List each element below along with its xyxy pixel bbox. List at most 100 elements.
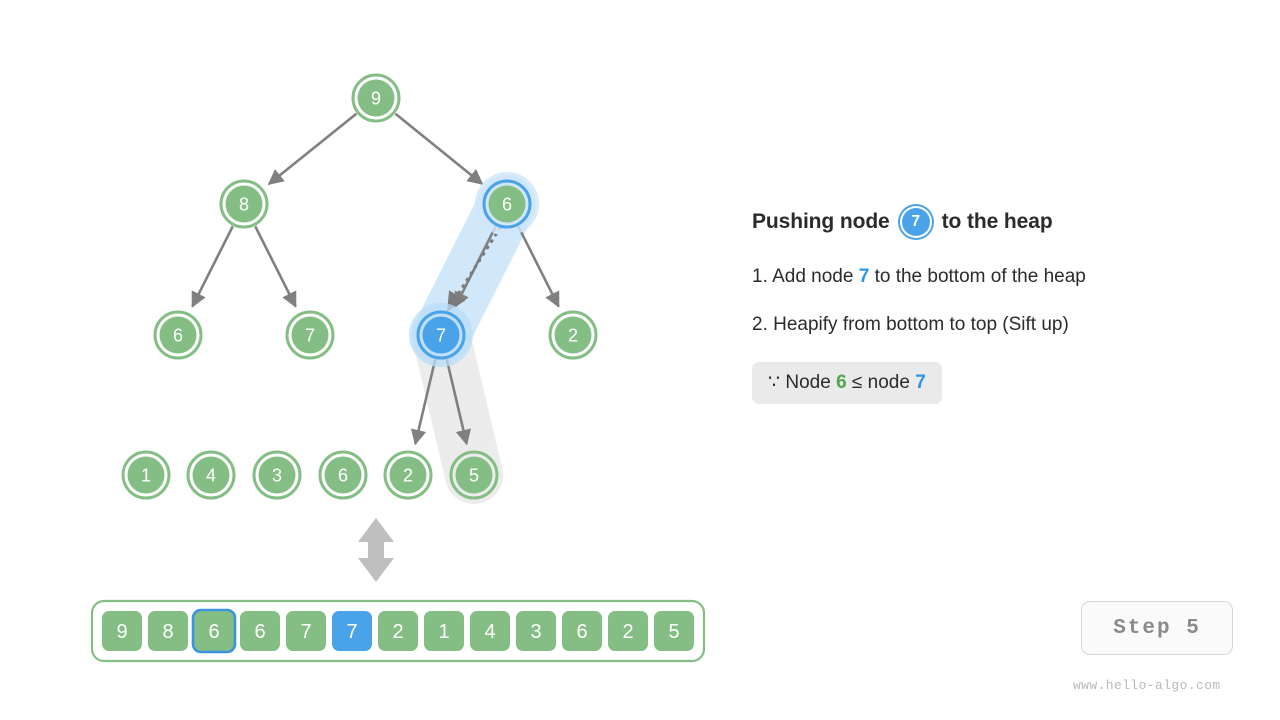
- node-disc: [225, 185, 263, 223]
- array-cell-value: 6: [208, 621, 219, 643]
- tree-nodes: 9 8 6 6 7 7 2 1 4 3 6 2 5: [121, 73, 598, 500]
- site-watermark: www.hello-algo.com: [1073, 678, 1221, 693]
- array-cell-10[interactable]: 6: [562, 611, 602, 651]
- tree-node-5: 5: [449, 450, 499, 500]
- step-item-1: 1. Add node 7 to the bottom of the heap: [752, 266, 1222, 288]
- array-frame: [90, 599, 706, 663]
- node-outer-ring: [416, 310, 466, 360]
- tree-node-4: 4: [186, 450, 236, 500]
- step-1-value: 7: [858, 266, 870, 287]
- node-disc: [389, 456, 427, 494]
- node-outer-ring: [318, 450, 368, 500]
- panel-title-after: to the heap: [941, 210, 1053, 233]
- array-cell-value: 7: [346, 621, 357, 643]
- node-disc: [127, 456, 165, 494]
- array-cell-value: 6: [576, 621, 587, 643]
- panel-title: Pushing node 7 to the heap: [752, 206, 1222, 238]
- node-disc: [291, 316, 329, 354]
- node-label: 6: [173, 326, 183, 346]
- reason-pre: Node: [780, 372, 837, 393]
- array-cell-9[interactable]: 3: [516, 611, 556, 651]
- tree-edge-n0-n1: [267, 112, 358, 185]
- reason-operator: ≤ node: [846, 372, 916, 393]
- tree-edge-n5-n12: [445, 359, 472, 446]
- tree-node-7: 7: [409, 303, 473, 367]
- array-cell-box: [654, 611, 694, 651]
- array-cell-box: [424, 611, 464, 651]
- array-cell-box: [470, 611, 510, 651]
- array-cell-box: [194, 611, 234, 651]
- array-cell-box: [148, 611, 188, 651]
- array-cell-box: [608, 611, 648, 651]
- node-outer-ring: [383, 450, 433, 500]
- array-cell-8[interactable]: 4: [470, 611, 510, 651]
- array-cell-value: 4: [484, 621, 495, 643]
- node-outer-ring: [153, 310, 203, 360]
- array-cell-11[interactable]: 2: [608, 611, 648, 651]
- array-cell-value: 3: [530, 621, 541, 643]
- panel-title-node-badge: 7: [899, 206, 932, 238]
- array-cell-3[interactable]: 6: [240, 611, 280, 651]
- step-1-prefix: 1. Add node: [752, 266, 859, 287]
- node-outer-ring: [186, 450, 236, 500]
- reason-symbol: ∵: [768, 372, 781, 393]
- tree-node-8: 8: [219, 179, 269, 229]
- reason-right-value: 7: [915, 372, 926, 393]
- array-cell-box: [378, 611, 418, 651]
- array-cell-value: 5: [668, 621, 679, 643]
- node-outer-ring: [252, 450, 302, 500]
- node-disc: [324, 456, 362, 494]
- panel-title-before: Pushing node: [752, 210, 890, 233]
- array-cell-12[interactable]: 5: [654, 611, 694, 651]
- step-2-prefix: 2. Heapify from bottom to top (Sift up): [752, 314, 1069, 335]
- tree-array-link-arrow: [358, 518, 394, 582]
- array-cell-box: [562, 611, 602, 651]
- tree-node-2: 2: [383, 450, 433, 500]
- node-disc: [422, 316, 460, 354]
- node-label: 6: [338, 466, 348, 486]
- node-outer-ring: [482, 179, 532, 229]
- array-cell-1[interactable]: 8: [148, 611, 188, 651]
- tree-node-9: 9: [351, 73, 401, 123]
- tree-node-1: 1: [121, 450, 171, 500]
- array-cell-box: [516, 611, 556, 651]
- tree-node-3: 3: [252, 450, 302, 500]
- node-disc: [455, 456, 493, 494]
- node-label: 5: [469, 466, 479, 486]
- array-cell-0[interactable]: 9: [102, 611, 142, 651]
- array-cell-6[interactable]: 2: [378, 611, 418, 651]
- node-label: 7: [436, 326, 446, 346]
- node-label: 4: [206, 466, 216, 486]
- array-cell-4[interactable]: 7: [286, 611, 326, 651]
- node-label: 2: [568, 326, 578, 346]
- sift-up-arrow: [446, 226, 502, 312]
- step-item-2: 2. Heapify from bottom to top (Sift up): [752, 314, 1222, 336]
- node-outer-ring: [351, 73, 401, 123]
- tree-edges: [191, 112, 560, 446]
- node-label: 2: [403, 466, 413, 486]
- array-cell-2[interactable]: 6: [191, 608, 237, 654]
- array-cell-box: [286, 611, 326, 651]
- array-cell-5[interactable]: 7: [332, 611, 372, 651]
- step-list: 1. Add node 7 to the bottom of the heap …: [752, 266, 1222, 404]
- reason-left-value: 6: [836, 372, 847, 393]
- node-disc: [357, 79, 395, 117]
- array-cell-highlight-ring: [191, 608, 237, 654]
- array-cell-box: [102, 611, 142, 651]
- array-cell-value: 2: [622, 621, 633, 643]
- node-label: 6: [502, 195, 512, 215]
- array-cell-7[interactable]: 1: [424, 611, 464, 651]
- tree-node-7: 7: [285, 310, 335, 360]
- node-label: 8: [239, 195, 249, 215]
- array-cell-box: [240, 611, 280, 651]
- tree-node-6: 6: [153, 310, 203, 360]
- array-cell-value: 9: [116, 621, 127, 643]
- array-cell-value: 7: [300, 621, 311, 643]
- tree-node-6: 6: [475, 172, 539, 236]
- step-1-suffix: to the bottom of the heap: [869, 266, 1086, 287]
- node-outer-ring: [219, 179, 269, 229]
- sift-up-arrow: [446, 226, 502, 312]
- tree-node-2: 2: [548, 310, 598, 360]
